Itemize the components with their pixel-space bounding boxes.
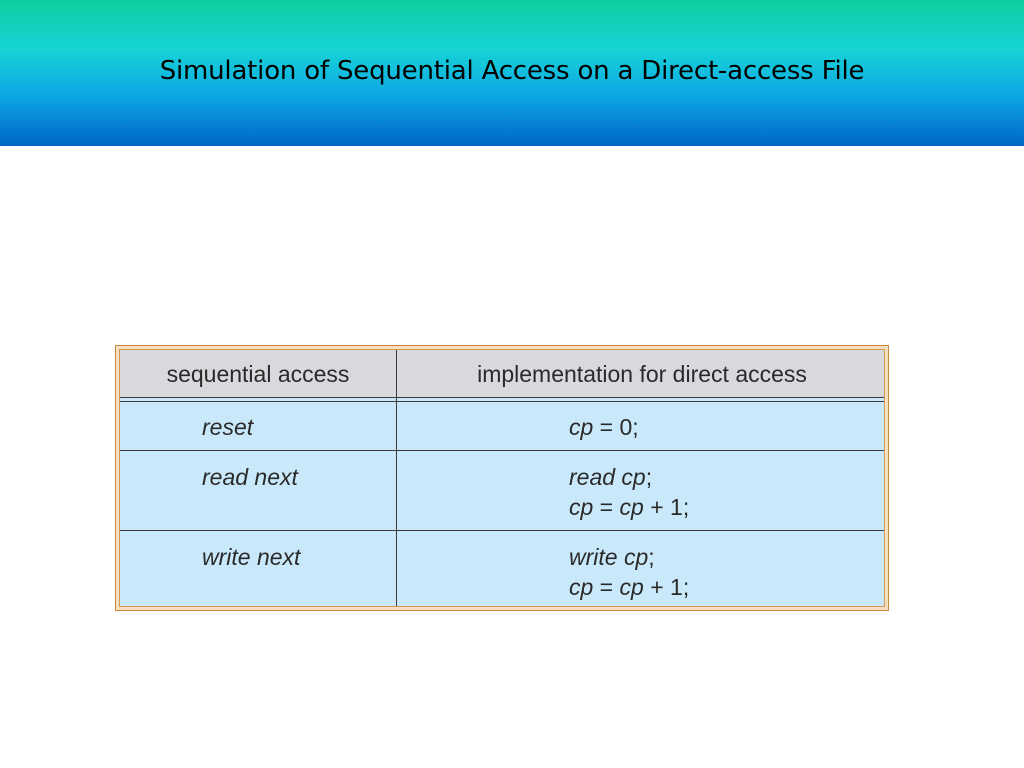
write-cp: write cp bbox=[569, 544, 649, 570]
var-cp: cp bbox=[569, 494, 594, 520]
header-rule-top bbox=[120, 397, 884, 398]
row-divider bbox=[120, 450, 884, 451]
operation-reset: reset bbox=[202, 414, 254, 440]
access-table: sequential access implementation for dir… bbox=[119, 349, 885, 607]
header-sequential-access: sequential access bbox=[166, 361, 350, 387]
implementation-read-line2: cp = cp + 1; bbox=[569, 492, 689, 522]
var-cp: cp bbox=[569, 414, 594, 440]
row-divider bbox=[120, 530, 884, 531]
var-cp: cp bbox=[619, 494, 644, 520]
implementation-write-line2: cp = cp + 1; bbox=[569, 572, 689, 602]
operation-write-next: write next bbox=[202, 544, 301, 570]
table-header-row bbox=[120, 350, 884, 397]
implementation-reset: cp = 0; bbox=[569, 412, 639, 442]
header-rule-bottom bbox=[120, 401, 884, 402]
expr-eq: = bbox=[593, 494, 620, 520]
expr-rest: ; bbox=[648, 544, 655, 570]
var-cp: cp bbox=[619, 574, 644, 600]
column-divider bbox=[396, 350, 397, 606]
expr-rest: ; bbox=[645, 464, 653, 490]
expr-rest: + 1; bbox=[643, 574, 690, 600]
access-table-frame: sequential access implementation for dir… bbox=[115, 345, 889, 611]
header-direct-access: implementation for direct access bbox=[477, 361, 807, 387]
slide-title: Simulation of Sequential Access on a Dir… bbox=[159, 56, 865, 86]
implementation-write-line1: write cp; bbox=[569, 542, 655, 572]
expr-rest: = 0; bbox=[593, 414, 639, 440]
expr-rest: + 1; bbox=[643, 494, 690, 520]
slide-header-band bbox=[0, 0, 1024, 146]
operation-read-next: read next bbox=[202, 464, 298, 490]
implementation-read-line1: read cp; bbox=[569, 462, 652, 492]
expr-eq: = bbox=[593, 574, 620, 600]
read-cp: read cp bbox=[569, 464, 646, 490]
var-cp: cp bbox=[569, 574, 594, 600]
